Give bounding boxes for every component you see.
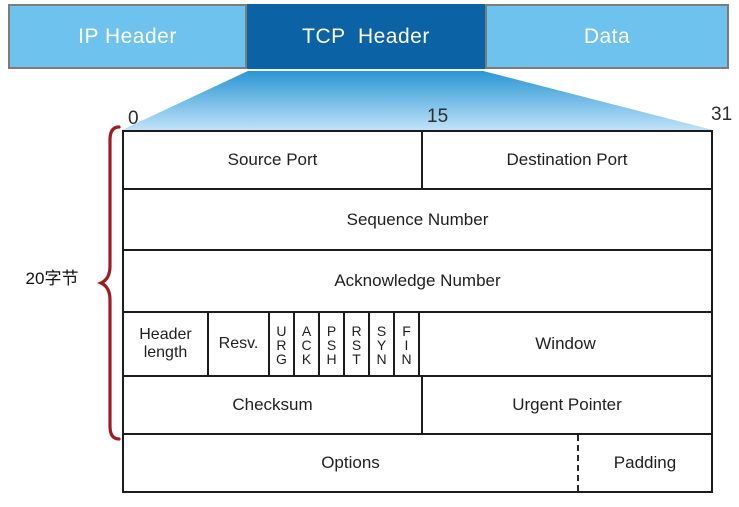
byte-count-label: 20字节	[25, 269, 79, 288]
cell-flag-fin: F I N	[395, 313, 420, 375]
expansion-funnel	[122, 71, 713, 130]
cell-flag-psh: P S H	[320, 313, 345, 375]
byte-span-brace	[97, 125, 121, 441]
cell-window: Window	[535, 334, 596, 353]
table-row-acknowledge: Acknowledge Number	[124, 251, 711, 313]
cell-acknowledge-number: Acknowledge Number	[334, 271, 501, 290]
table-row-options: Options Padding	[124, 435, 711, 491]
cell-sequence-number: Sequence Number	[346, 209, 489, 229]
bit-scale-15: 15	[427, 106, 449, 127]
table-row-sequence: Sequence Number	[124, 190, 711, 251]
segment-ip-header-label: IP Header	[78, 24, 177, 48]
table-row-ports: Source Port Destination Port	[124, 132, 711, 190]
table-row-flags: Header length Resv. U R G A C K P S H R …	[124, 313, 711, 377]
segment-data: Data	[487, 6, 727, 67]
bit-scale-31: 31	[711, 104, 733, 125]
protocol-bar: IP Header TCP Header Data	[8, 4, 729, 69]
cell-padding: Padding	[613, 453, 677, 472]
cell-flag-urg: U R G	[270, 313, 295, 375]
table-row-checksum: Checksum Urgent Pointer	[124, 377, 711, 435]
segment-tcp-header-label: TCP Header	[302, 24, 430, 48]
cell-header-length: Header length	[124, 313, 209, 375]
bit-scale-0: 0	[128, 108, 139, 129]
cell-resv: Resv.	[209, 313, 270, 375]
cell-urgent-pointer: Urgent Pointer	[512, 395, 622, 414]
segment-tcp-header: TCP Header	[245, 4, 487, 69]
cell-flag-rst: R S T	[345, 313, 370, 375]
cell-destination-port: Destination Port	[506, 150, 628, 169]
cell-checksum: Checksum	[124, 377, 423, 433]
cell-options: Options	[124, 435, 579, 491]
cell-flag-syn: S Y N	[370, 313, 395, 375]
tcp-header-table: Source Port Destination Port Sequence Nu…	[122, 130, 713, 493]
segment-ip-header: IP Header	[10, 6, 245, 67]
segment-data-label: Data	[583, 24, 631, 48]
cell-flag-ack: A C K	[295, 313, 320, 375]
cell-source-port: Source Port	[124, 132, 423, 188]
